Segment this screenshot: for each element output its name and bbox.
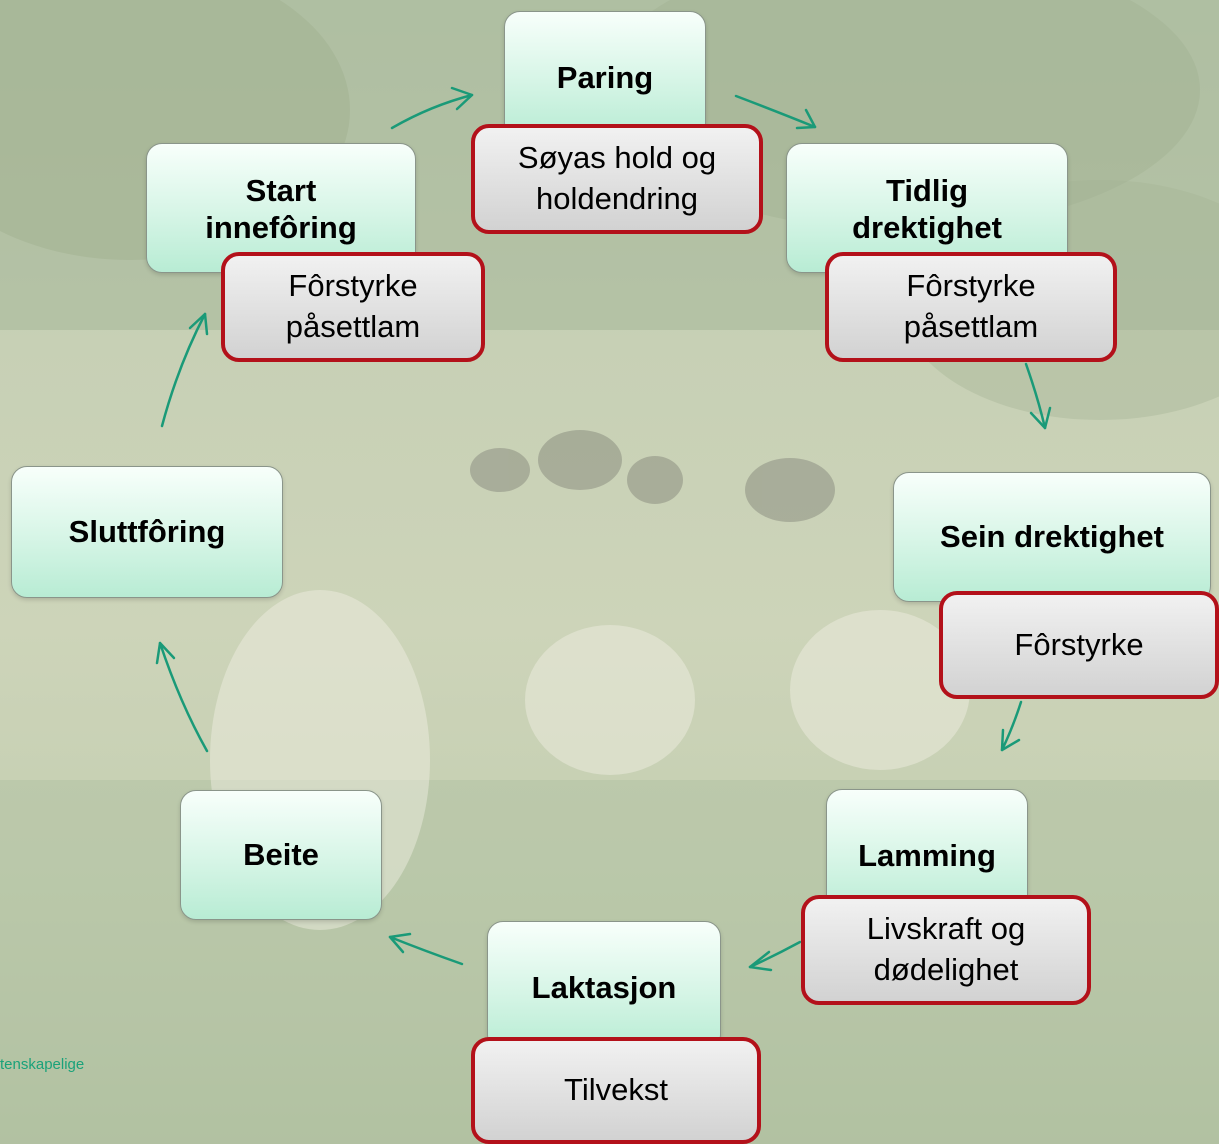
- arrow-start-to-paring: [390, 86, 474, 130]
- factor-start-inneforing: Fôrstyrke påsettlam: [221, 252, 485, 362]
- factor-sein-drektighet: Fôrstyrke: [939, 591, 1219, 699]
- footnote-text: tenskapelige: [0, 1056, 85, 1073]
- arrow-laktasjon-to-beite: [388, 932, 464, 966]
- arrow-tidlig-to-sein: [1024, 362, 1052, 430]
- arrow-sein-to-lamming: [1000, 700, 1023, 752]
- stage-paring: Paring: [504, 11, 706, 139]
- factor-laktasjon: Tilvekst: [471, 1037, 761, 1144]
- arrow-lamming-to-laktasjon: [748, 940, 802, 972]
- stage-sluttforing: Sluttfôring: [11, 466, 283, 598]
- arrow-slutt-to-start: [160, 312, 209, 428]
- factor-paring: Søyas hold og holdendring: [471, 124, 763, 234]
- sheep-group: [470, 430, 835, 522]
- stage-beite: Beite: [180, 790, 382, 920]
- stage-sein-drektighet: Sein drektighet: [893, 472, 1211, 602]
- arrow-paring-to-tidlig: [734, 94, 817, 130]
- stage-laktasjon: Laktasjon: [487, 921, 721, 1051]
- arrow-beite-to-slutt: [155, 641, 209, 753]
- factor-lamming: Livskraft og dødelighet: [801, 895, 1091, 1005]
- stage-tidlig-drektighet: Tidlig drektighet: [786, 143, 1068, 273]
- factor-tidlig-drektighet: Fôrstyrke påsettlam: [825, 252, 1117, 362]
